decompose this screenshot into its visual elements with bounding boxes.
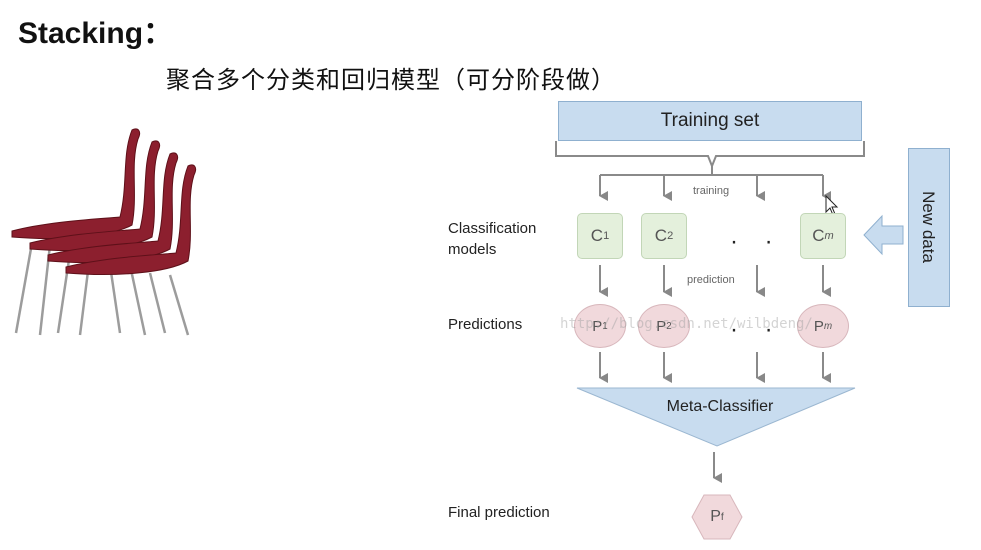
final-prediction-shape <box>691 494 743 540</box>
prediction-label: prediction <box>687 274 735 286</box>
training-label: training <box>693 185 730 197</box>
left-arrow-icon <box>863 214 904 256</box>
classification-models-label: Classification models <box>448 220 537 258</box>
models-ellipsis: · · · <box>730 228 818 255</box>
chairs-illustration <box>11 128 197 336</box>
predictions-label: Predictions <box>448 316 523 333</box>
new-data-label: New data <box>919 190 939 263</box>
predictions-ellipsis: · · · <box>730 316 818 343</box>
meta-classifier-shape <box>576 387 856 447</box>
meta-classifier-label: Meta-Classifier <box>666 398 774 415</box>
watermark: http://blog.csdn.net/wilbdeng/ <box>560 316 813 332</box>
training-set-box: Training set <box>558 101 862 141</box>
slide-subtitle: 聚合多个分类和回归模型（可分阶段做） <box>166 66 616 94</box>
final-prediction-label: Final prediction <box>448 504 550 521</box>
slide-title: Stacking： <box>18 17 174 50</box>
new-data-box <box>908 148 950 307</box>
